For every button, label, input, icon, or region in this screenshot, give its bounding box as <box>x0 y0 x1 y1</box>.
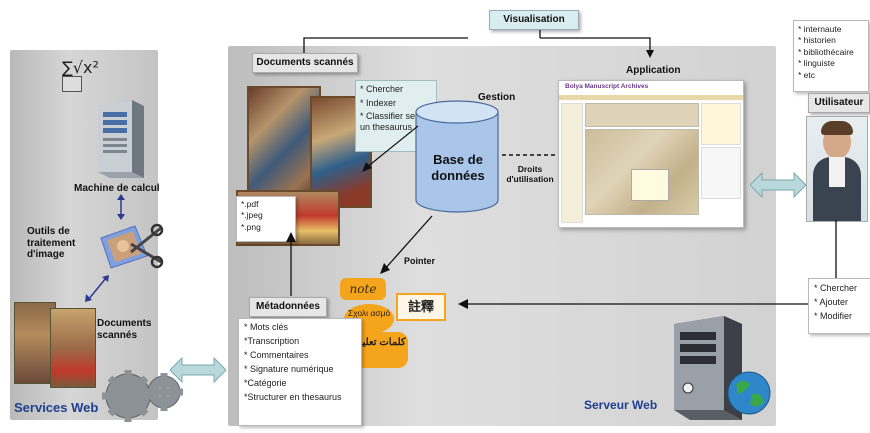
tools-label: Outils de traitement d'image <box>27 226 76 260</box>
compute-server-icon <box>98 100 144 178</box>
meta-transcription: *Transcription <box>244 335 300 346</box>
docs-db-arrow <box>362 125 419 172</box>
action-classifier: * Classifier selon un thesaurus <box>360 110 428 132</box>
format-png: *.png <box>241 221 261 232</box>
user-actions-box: * Chercher * Ajouter * Modifier <box>808 278 870 334</box>
user-connector-line <box>835 220 837 278</box>
app-header: Bolya Manuscript Archives <box>559 81 743 97</box>
formula-icon: ∑√x² <box>62 58 99 77</box>
action-indexer: * Indexer <box>360 97 397 108</box>
manuscript-image-1 <box>247 86 321 202</box>
db-app-dashed-line <box>502 154 562 156</box>
left-scanned-doc-1 <box>14 302 56 384</box>
tools-docs-arrow <box>85 275 109 302</box>
db-pointer-arrow <box>380 215 433 274</box>
metadata-list: * Mots clés *Transcription * Commentaire… <box>238 318 362 426</box>
documents-scanned-tag: Documents scannés <box>252 53 358 73</box>
utilisateur-tag: Utilisateur <box>808 93 870 113</box>
globe-icon <box>727 371 771 415</box>
database-label: Base de données <box>431 152 485 184</box>
note-chinese: 註釋 <box>396 293 446 321</box>
services-web-label: Services Web <box>14 400 99 415</box>
machine-label: Machine de calcul <box>74 183 160 194</box>
user-notes-arrow <box>458 299 808 309</box>
database-icon <box>415 100 499 213</box>
left-docs-label: Documents scannés <box>97 318 152 341</box>
pointer-label: Pointer <box>404 256 436 266</box>
formats-list: *.pdf *.jpeg *.png <box>236 196 296 242</box>
gestion-label: Gestion <box>478 92 516 103</box>
server-web-label: Serveur Web <box>584 398 658 412</box>
droits-label: Droits d'utilisation <box>506 164 554 184</box>
metadata-docs-arrow <box>286 232 296 296</box>
application-screenshot: Bolya Manuscript Archives <box>558 80 744 228</box>
gears-icon <box>102 370 183 422</box>
calculator-icon <box>62 76 82 92</box>
app-user-arrow <box>750 172 806 198</box>
user-action-ajouter: * Ajouter <box>814 296 849 307</box>
user-type-linguiste: * linguiste <box>798 58 835 69</box>
meta-categorie: *Catégorie <box>244 377 287 388</box>
meta-thesaurus: *Structurer en thesaurus <box>244 391 342 402</box>
user-photo <box>806 116 868 222</box>
user-type-internaute: * internaute <box>798 24 842 34</box>
user-action-chercher: * Chercher <box>814 283 858 293</box>
action-chercher: * Chercher <box>360 84 404 94</box>
user-type-etc: * etc <box>798 69 816 80</box>
application-label: Application <box>626 65 681 76</box>
meta-commentaires: * Commentaires <box>244 349 309 360</box>
meta-mots-cles: * Mots clés <box>244 322 289 332</box>
user-type-historien: * historien <box>798 35 836 46</box>
image-tools-icon <box>100 223 164 269</box>
note-english: note <box>340 278 386 300</box>
format-jpeg: *.jpeg <box>241 210 263 221</box>
metadonnees-tag: Métadonnées <box>249 297 327 317</box>
machine-tools-arrow <box>117 194 125 220</box>
user-type-bibliothecaire: * bibliothécaire <box>798 46 854 57</box>
user-types-list: * internaute * historien * bibliothécair… <box>793 20 869 92</box>
format-pdf: *.pdf <box>241 199 259 209</box>
left-scanned-doc-2 <box>50 308 96 388</box>
services-server-arrow <box>170 357 226 383</box>
meta-signature: * Signature numérique <box>244 363 334 374</box>
visualisation-connector <box>303 30 654 58</box>
visualisation-tag: Visualisation <box>489 10 579 30</box>
user-action-modifier: * Modifier <box>814 310 853 321</box>
